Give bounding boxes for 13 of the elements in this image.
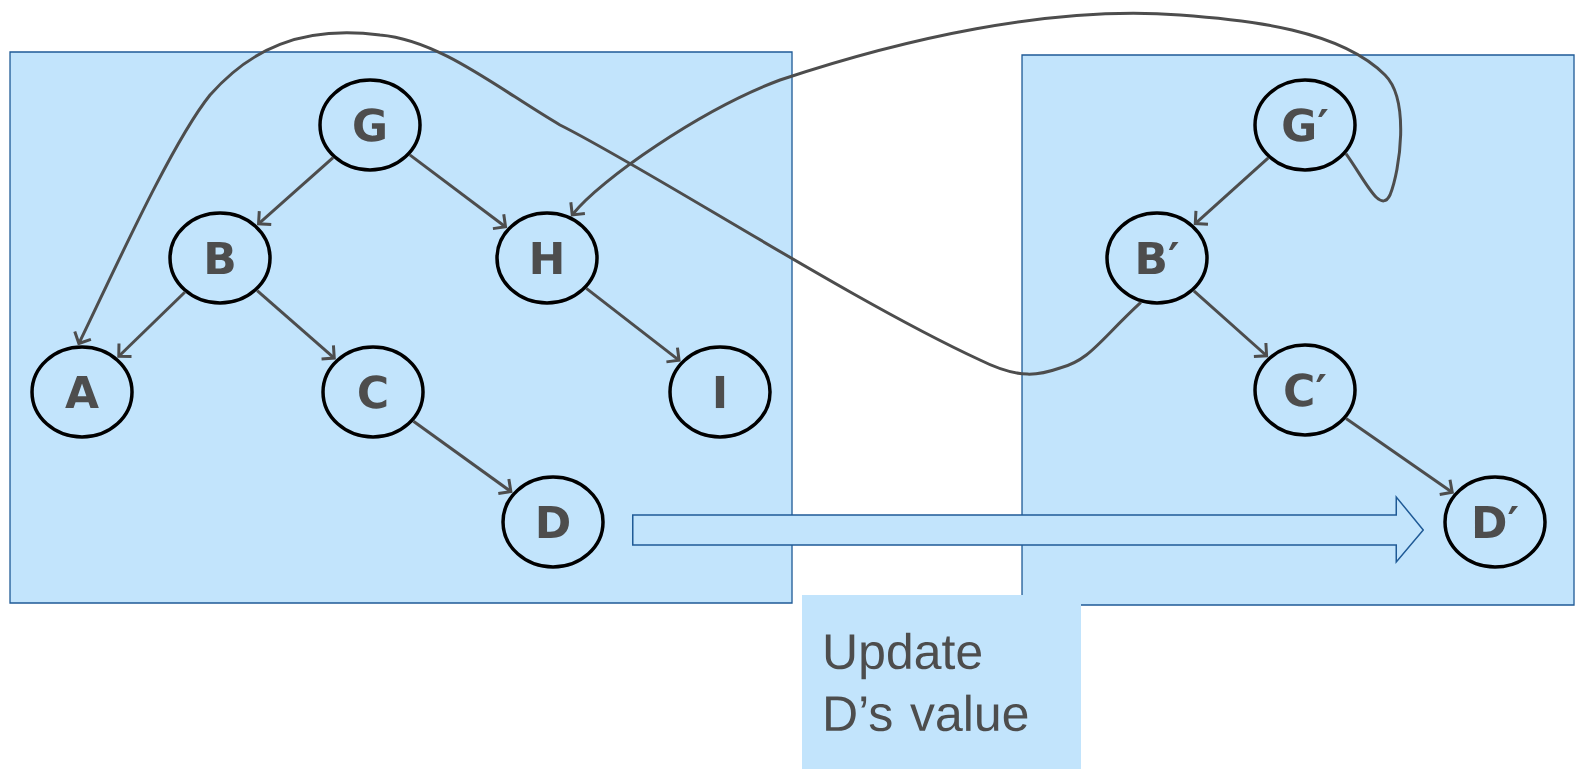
arrow [585,287,681,364]
block-arrow [632,494,1425,565]
arrow [408,153,508,231]
note-box: Update D’s value [802,595,1081,769]
curved-arrow [569,11,1403,217]
arrow [256,289,336,361]
curved-arrow [73,31,1142,376]
arrow [1193,156,1270,226]
arrow [412,419,513,496]
arrow [1345,417,1454,497]
arrow [117,291,186,358]
arrow [256,156,335,227]
arrow [1192,289,1269,358]
